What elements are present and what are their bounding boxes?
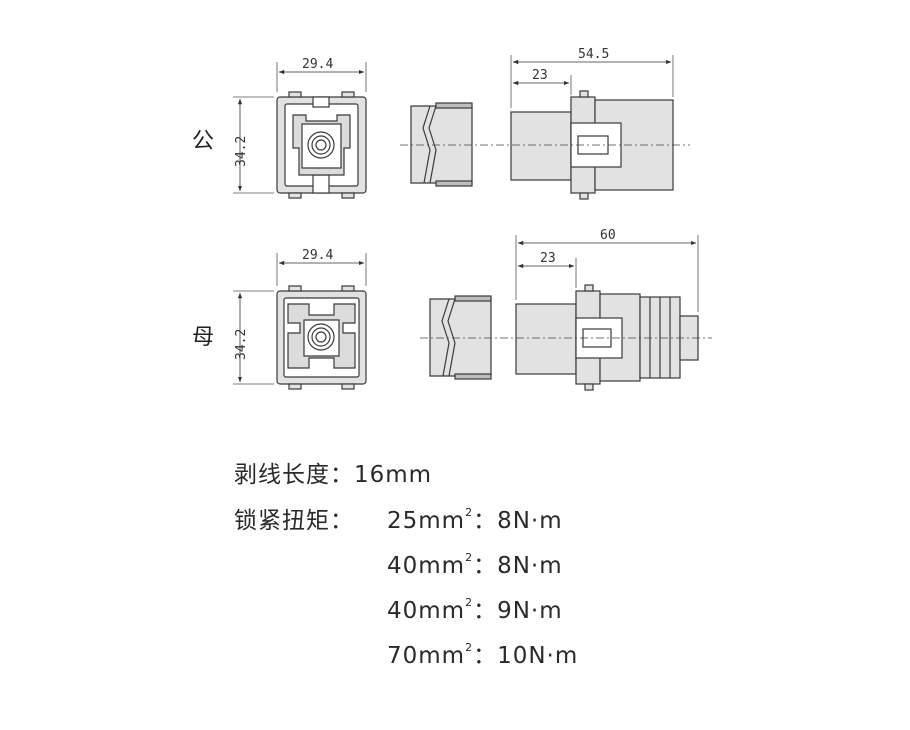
male-front-length-value: 23 xyxy=(532,68,548,83)
cross-section: 40mm xyxy=(387,598,466,624)
cross-section: 40mm xyxy=(387,553,466,579)
female-side-view xyxy=(515,284,699,391)
torque-value: 8N·m xyxy=(497,553,563,579)
torque-value: 9N·m xyxy=(497,598,563,624)
male-height-dimension: 34.2 xyxy=(233,96,274,194)
technical-drawing: 公 29.4 xyxy=(192,47,712,391)
superscript: 2 xyxy=(465,506,474,519)
superscript: 2 xyxy=(465,596,474,609)
female-front-view xyxy=(276,285,367,390)
torque-value: 10N·m xyxy=(497,643,579,669)
strip-length-label: 剥线长度： xyxy=(234,462,354,488)
torque-row: 40mm2：9N·m xyxy=(387,591,563,625)
superscript: 2 xyxy=(465,551,474,564)
separator: ： xyxy=(473,598,498,624)
male-height-value: 34.2 xyxy=(234,136,249,167)
torque-row: 70mm2：10N·m xyxy=(387,636,578,670)
male-total-length-dimension: 54.5 xyxy=(510,47,674,108)
strip-length-line: 剥线长度：16mm xyxy=(234,455,432,489)
separator: ： xyxy=(473,643,498,669)
torque-row: 40mm2：8N·m xyxy=(387,546,563,580)
female-width-dimension: 29.4 xyxy=(276,248,367,286)
torque-row: 25mm2：8N·m xyxy=(387,501,563,535)
female-front-length-value: 23 xyxy=(540,251,556,266)
strip-length-value: 16mm xyxy=(354,462,433,488)
male-width-value: 29.4 xyxy=(302,57,333,72)
torque-value: 8N·m xyxy=(497,508,563,534)
cross-section: 25mm xyxy=(387,508,466,534)
female-label: 母 xyxy=(192,325,214,350)
male-row: 公 29.4 xyxy=(192,47,690,200)
male-front-length-dimension: 23 xyxy=(512,68,572,95)
cross-section: 70mm xyxy=(387,643,466,669)
torque-label: 锁紧扭矩： xyxy=(234,508,354,534)
separator: ： xyxy=(473,508,498,534)
female-height-dimension: 34.2 xyxy=(233,290,274,385)
female-width-value: 29.4 xyxy=(302,248,333,263)
female-height-value: 34.2 xyxy=(234,329,249,360)
male-total-length-value: 54.5 xyxy=(578,47,609,62)
superscript: 2 xyxy=(465,641,474,654)
female-row: 母 29.4 34.2 xyxy=(192,228,712,391)
male-sleeve xyxy=(410,102,473,187)
separator: ： xyxy=(473,553,498,579)
female-sleeve xyxy=(429,295,492,380)
female-total-length-dimension: 60 xyxy=(515,228,699,312)
female-front-length-dimension: 23 xyxy=(517,251,577,288)
female-total-length-value: 60 xyxy=(600,228,616,243)
male-width-dimension: 29.4 xyxy=(276,57,367,92)
male-label: 公 xyxy=(192,129,214,154)
male-front-view xyxy=(276,91,367,199)
